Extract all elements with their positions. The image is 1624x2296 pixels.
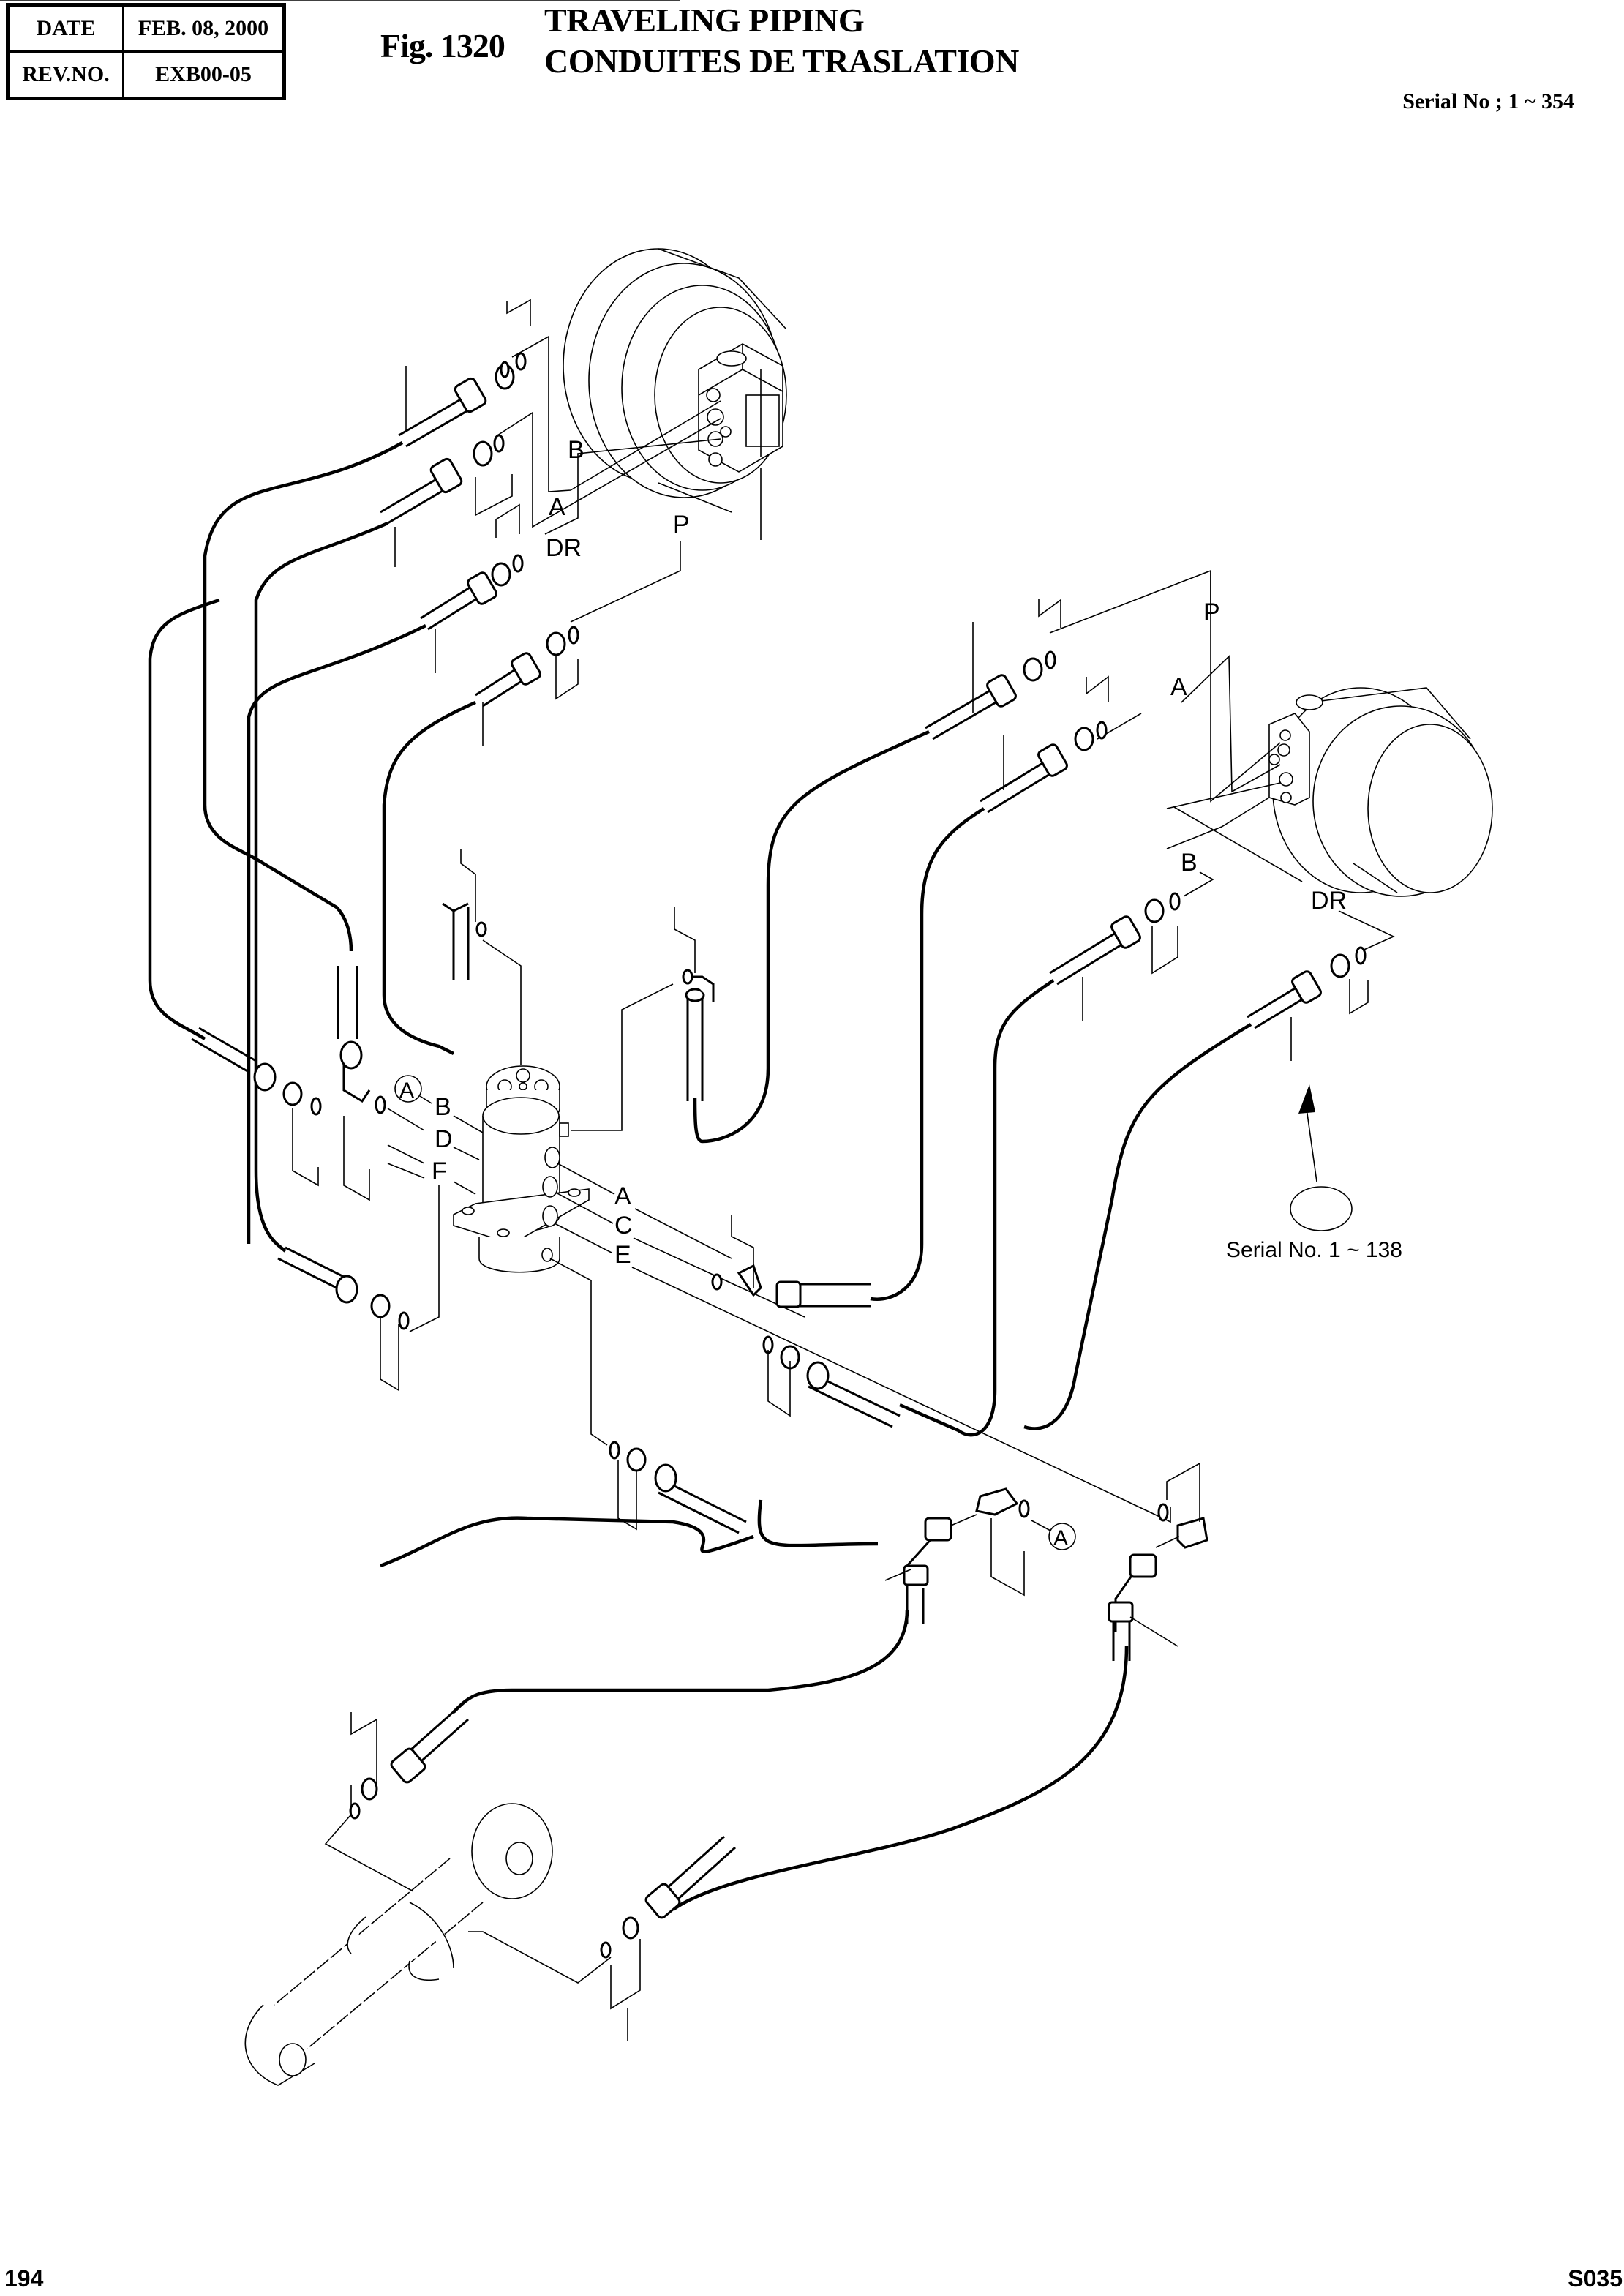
travel-motor-left (563, 248, 787, 513)
page-number: 194 (4, 2265, 44, 2292)
port-label-b-left: B (568, 436, 584, 464)
title-english: TRAVELING PIPING (544, 1, 865, 39)
port-label-dr-right: DR (1311, 887, 1347, 915)
reference-mark-a-lower: A (1031, 1520, 1076, 1550)
document-code: S035 (1568, 2265, 1623, 2292)
swivel-port-d: D (435, 1125, 453, 1153)
date-value: FEB. 08, 2000 (122, 4, 285, 53)
left-motor-fittings (380, 299, 579, 746)
reference-mark-a-upper-text: A (399, 1078, 414, 1103)
swivel-right-fittings (609, 907, 901, 1534)
date-label: DATE (7, 4, 124, 53)
cylinder-fittings (324, 1707, 737, 2041)
rev-value: EXB00-05 (122, 50, 285, 100)
swivel-port-a: A (614, 1182, 631, 1210)
arrow-up-icon (1298, 1084, 1315, 1114)
serial-range: Serial No ; 1 ~ 354 (1402, 89, 1574, 113)
page-title: TRAVELING PIPING CONDUITES DE TRASLATION (544, 0, 1019, 82)
swivel-port-c: C (614, 1212, 633, 1239)
swivel-left-fittings (191, 849, 487, 1392)
reference-mark-a-upper: A (394, 1075, 432, 1104)
rev-label: REV.NO. (7, 50, 124, 100)
swivel-port-e: E (614, 1241, 631, 1269)
track-tension-cylinder (244, 1803, 553, 2086)
serial-note (1290, 1084, 1353, 1231)
hydraulic-hoses (148, 441, 1252, 1911)
travel-motor-right (1268, 687, 1493, 897)
title-french: CONDUITES DE TRASLATION (544, 42, 1019, 80)
port-label-a-left: A (549, 493, 565, 521)
left-motor-leaders (0, 0, 762, 623)
swivel-port-b: B (435, 1093, 451, 1121)
port-label-p-right: P (1203, 599, 1220, 626)
right-motor-leaders (1049, 569, 1395, 952)
right-motor-fittings (925, 599, 1369, 1061)
swivel-joint (453, 1065, 590, 1273)
port-label-p-left: P (673, 511, 690, 539)
port-label-a-right: A (1170, 673, 1187, 701)
figure-number: Fig. 1320 (380, 27, 505, 64)
swivel-port-f: F (432, 1158, 447, 1185)
port-label-dr-left: DR (546, 534, 582, 562)
revision-block: DATE FEB. 08, 2000 REV.NO. EXB00-05 (6, 3, 286, 100)
lower-elbows (884, 1462, 1208, 1661)
port-label-b-right: B (1181, 849, 1198, 877)
serial-note-text: Serial No. 1 ~ 138 (1226, 1238, 1402, 1262)
reference-mark-a-lower-text: A (1053, 1526, 1068, 1550)
